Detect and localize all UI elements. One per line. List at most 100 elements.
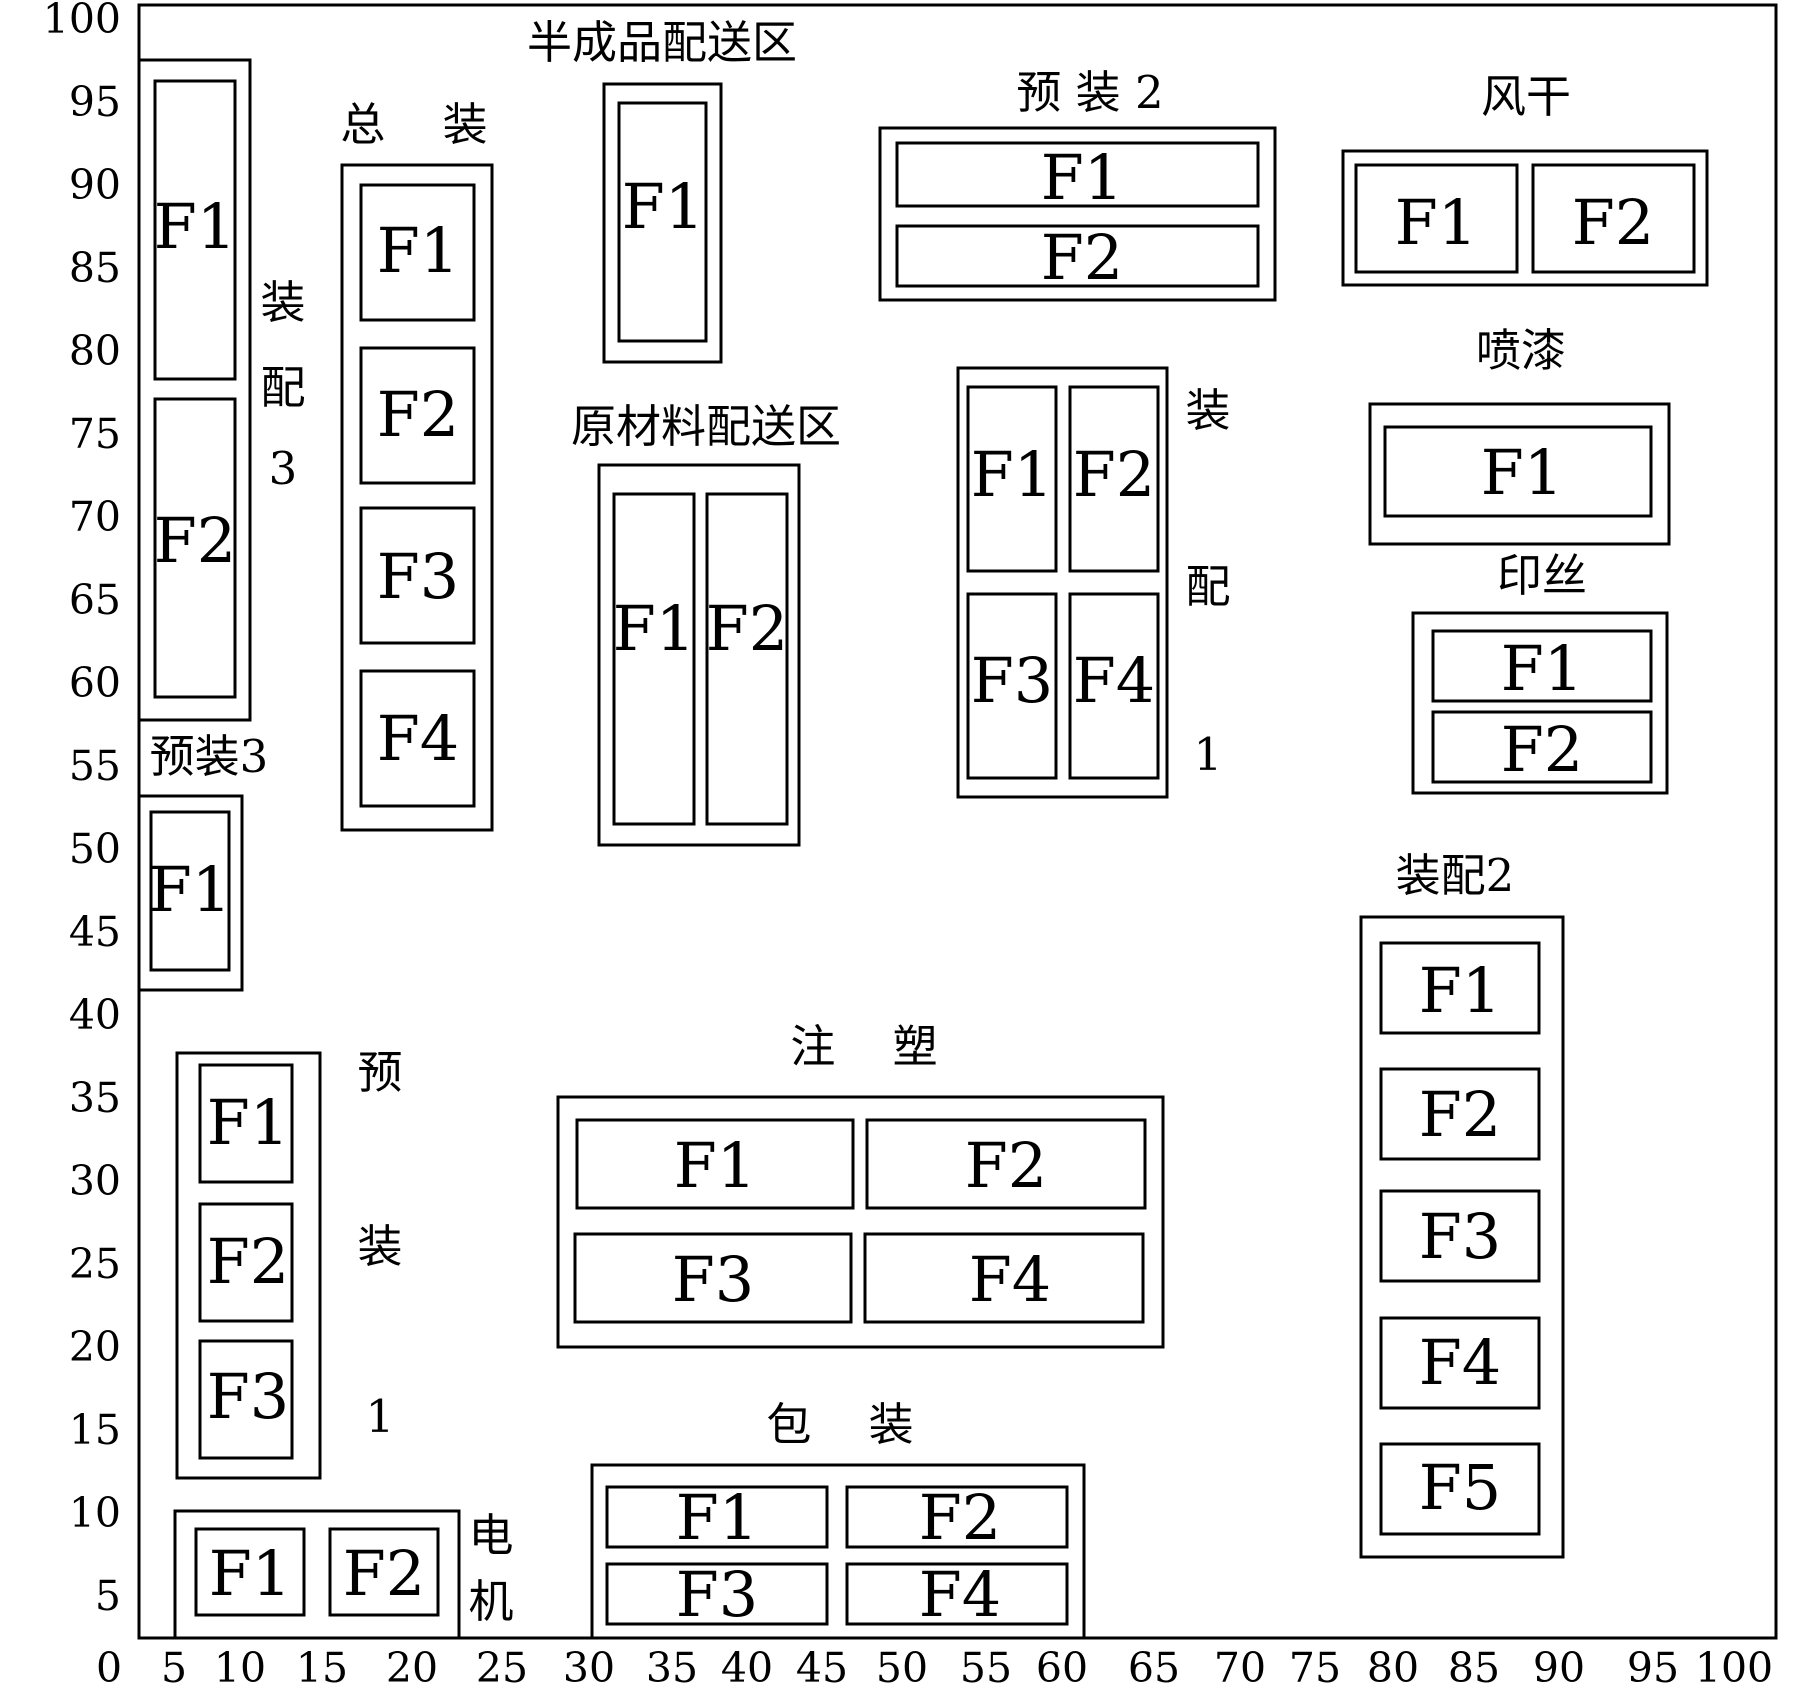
zone-label: 预装3 (150, 730, 269, 783)
cell-label: F1 (676, 1481, 758, 1554)
cell-label: F2 (377, 378, 459, 451)
cell-label: F2 (343, 1537, 425, 1610)
zone-boundary (956, 366, 1169, 799)
workstation-cell (1354, 163, 1519, 274)
y-tick: 95 (69, 78, 121, 126)
zone-boundary (1368, 402, 1671, 546)
y-tick: 45 (69, 908, 121, 956)
zone-zhuangpei2: F1 F2 F3 F4 F5 装配2 (1359, 849, 1565, 1559)
zone-boundary (1341, 149, 1709, 287)
cell-label: F5 (1419, 1451, 1501, 1524)
workstation-cell (1531, 163, 1696, 274)
workstation-cell (966, 592, 1058, 780)
y-tick: 25 (69, 1240, 121, 1288)
zone-label: 半成品配送区 (527, 16, 797, 69)
zone-boundary (602, 82, 723, 364)
cell-label: F1 (377, 214, 459, 287)
cell-label: F2 (965, 1129, 1047, 1202)
x-axis-ticks: 0 5 10 15 20 25 30 35 40 45 50 55 60 65 … (96, 1644, 1773, 1692)
cell-label: F1 (207, 1086, 289, 1159)
zone-label: 包 装 (766, 1398, 913, 1451)
cell-label: F1 (1501, 632, 1583, 705)
workstation-cell (1379, 1442, 1541, 1536)
workstation-cell (895, 224, 1260, 288)
zone-dianji: F1 F2 电 机 (173, 1509, 514, 1640)
zone-label: 风干 (1481, 70, 1571, 123)
cell-label: F2 (154, 504, 236, 577)
zone-penqi: F1 喷漆 (1368, 324, 1671, 546)
zone-fenggan: F1 F2 风干 (1341, 70, 1709, 287)
y-tick: 60 (69, 659, 121, 707)
y-axis-ticks: 100 95 90 85 80 75 70 65 60 55 50 45 40 … (43, 0, 121, 1620)
zone-label: 预 (357, 1046, 402, 1099)
workstation-cell (1379, 1067, 1541, 1161)
zone-boundary (556, 1095, 1165, 1349)
zone-label: 配 (260, 361, 305, 414)
workstation-cell (845, 1485, 1069, 1549)
zone-yinsi: F1 F2 印丝 (1411, 549, 1669, 795)
x-tick: 95 (1627, 1644, 1679, 1692)
y-tick: 55 (69, 742, 121, 790)
workstation-cell (863, 1232, 1145, 1324)
cell-label: F1 (613, 592, 695, 665)
workstation-cell (359, 506, 476, 645)
workstation-cell (1431, 629, 1653, 703)
workstation-cell (1379, 1189, 1541, 1283)
y-tick: 20 (69, 1323, 121, 1371)
cell-label: F1 (674, 1129, 756, 1202)
zone-label: 注 塑 (790, 1020, 937, 1073)
workstation-cell (1068, 592, 1160, 780)
cell-label: F1 (1419, 954, 1501, 1027)
cell-label: F4 (1419, 1326, 1501, 1399)
y-tick: 15 (69, 1406, 121, 1454)
x-tick: 100 (1695, 1644, 1773, 1692)
workstation-cell (865, 1118, 1147, 1210)
workstation-cell (198, 1339, 294, 1460)
cell-label: F3 (971, 644, 1053, 717)
workstation-cell (1068, 385, 1160, 573)
cell-label: F4 (377, 702, 459, 775)
y-tick: 70 (69, 493, 121, 541)
workstation-cell (194, 1527, 306, 1617)
x-tick: 15 (296, 1644, 348, 1692)
workstation-cell (612, 492, 696, 826)
zone-label: 预 装 2 (1016, 66, 1163, 119)
cell-label: F2 (1073, 438, 1155, 511)
workstation-cell (1379, 941, 1541, 1035)
x-tick: 30 (563, 1644, 615, 1692)
cell-label: F2 (706, 592, 788, 665)
y-tick: 65 (69, 576, 121, 624)
y-tick: 85 (69, 244, 121, 292)
zone-label: 3 (269, 442, 298, 495)
y-tick: 10 (69, 1489, 121, 1537)
workstation-cell (605, 1562, 829, 1626)
cell-label: F3 (207, 1360, 289, 1433)
x-tick: 45 (796, 1644, 848, 1692)
workstation-cell (617, 101, 708, 343)
x-tick: 55 (960, 1644, 1012, 1692)
cell-label: F1 (154, 190, 236, 263)
zone-label: 电 (468, 1509, 513, 1562)
cell-label: F1 (1481, 436, 1563, 509)
zone-label: 机 (468, 1575, 513, 1628)
x-tick: 35 (646, 1644, 698, 1692)
cell-label: F1 (622, 170, 704, 243)
workstation-cell (153, 397, 237, 699)
cell-label: F1 (1041, 141, 1123, 214)
y-tick: 80 (69, 327, 121, 375)
cell-label: F2 (1501, 713, 1583, 786)
zone-label: 1 (1194, 728, 1223, 781)
cell-label: F2 (919, 1481, 1001, 1554)
zone-zhusu: F1 F2 F3 F4 注 塑 (556, 1020, 1165, 1349)
x-tick: 60 (1036, 1644, 1088, 1692)
y-tick: 35 (69, 1074, 121, 1122)
y-tick: 30 (69, 1157, 121, 1205)
workstation-cell (1379, 1316, 1541, 1410)
cell-label: F1 (149, 853, 231, 926)
zone-boundary (597, 463, 801, 847)
cell-label: F3 (377, 540, 459, 613)
x-tick: 50 (876, 1644, 928, 1692)
zone-label: 1 (366, 1390, 395, 1443)
cell-label: F3 (672, 1243, 754, 1316)
